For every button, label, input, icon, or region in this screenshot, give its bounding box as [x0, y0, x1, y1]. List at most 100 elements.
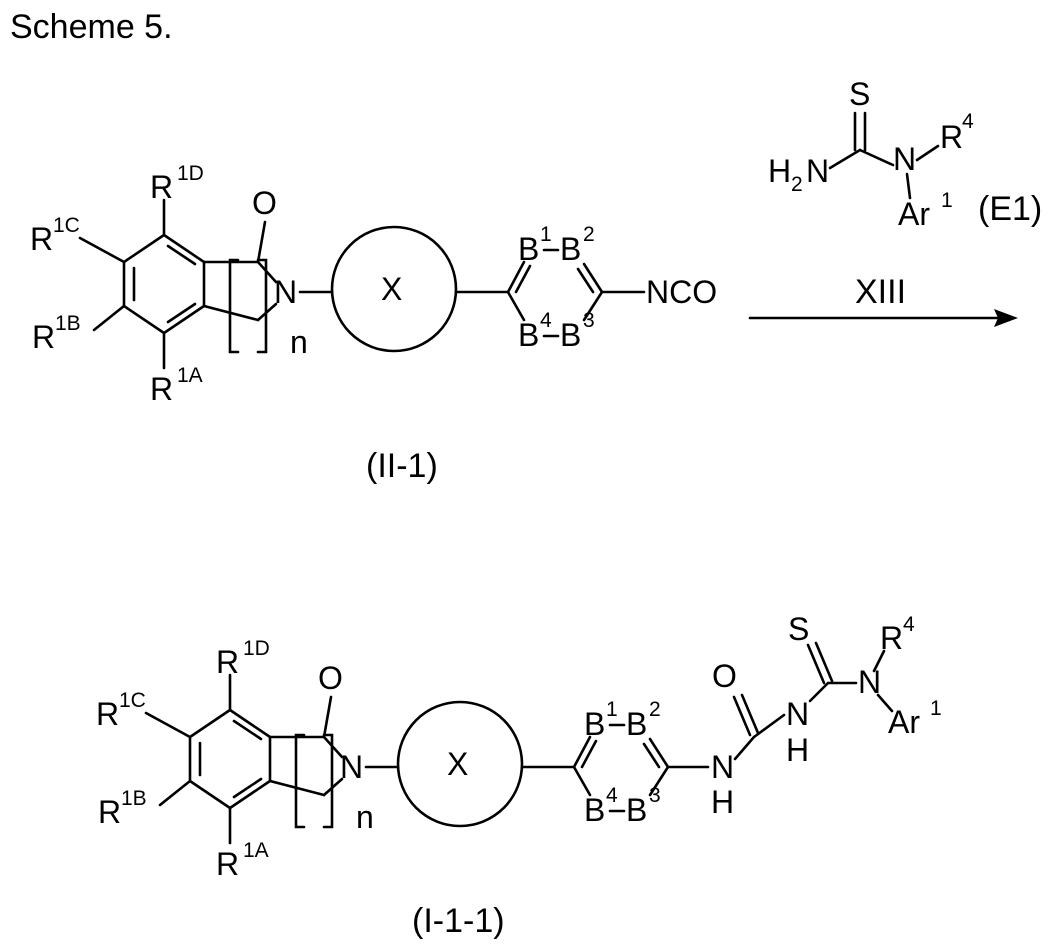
- atom-nco: NCO: [646, 274, 717, 310]
- start-label: (II-1): [366, 447, 438, 485]
- atom-n: N: [274, 274, 297, 310]
- starting-material-ii-1: O N n R 1D R 1C R 1B R 1A X B 1 B 2: [30, 162, 717, 485]
- sup-r1d: 1D: [243, 637, 270, 660]
- atom-r1c: R: [30, 221, 53, 257]
- atom-ar: Ar: [898, 196, 930, 232]
- atom-n: N: [340, 749, 363, 785]
- scheme-title: Scheme 5.: [10, 8, 173, 46]
- reaction-arrow: XIII: [750, 273, 1018, 327]
- bond-nh1-co: [735, 737, 754, 759]
- product-label: (I-1-1): [412, 902, 505, 940]
- bond-co-nh2: [754, 715, 784, 737]
- atom-h: H: [768, 153, 791, 189]
- benzene-inner-1: [168, 246, 195, 264]
- bond-b2-c: [650, 739, 668, 767]
- atom-r1c: R: [96, 696, 119, 732]
- atom-nh2-h: H: [786, 732, 809, 768]
- atom-x: X: [381, 271, 402, 307]
- atom-o2: O: [712, 658, 737, 694]
- step-label: XIII: [855, 273, 906, 311]
- atom-r1b: R: [98, 794, 121, 830]
- atom-b2: B: [560, 231, 581, 267]
- bond-co-o2-1: [734, 697, 750, 735]
- bond-nh2-cs: [810, 683, 828, 701]
- bond-r1c: [146, 713, 190, 737]
- bond-b4-ring: [574, 767, 590, 795]
- sup-r1b: 1B: [55, 312, 81, 335]
- atom-r4: R: [940, 119, 963, 155]
- bracket-left: [230, 260, 238, 352]
- bond-cs-s-1: [808, 645, 824, 683]
- sup-b3: 3: [583, 309, 595, 332]
- bond-co-o: [324, 697, 331, 737]
- atom-nh1-h: H: [711, 784, 734, 820]
- atom-nh2: N: [806, 153, 829, 189]
- bond-n-r4: [917, 146, 938, 160]
- atom-r1b: R: [32, 319, 55, 355]
- atom-n-subscript: n: [356, 799, 374, 835]
- bracket-right: [324, 735, 332, 827]
- atom-b4: B: [518, 317, 539, 353]
- bond-nh2-c: [830, 150, 860, 168]
- sup-r4: 4: [903, 613, 915, 636]
- bond-ring-b1-dbl: [516, 266, 530, 292]
- sup-r1c: 1C: [119, 689, 146, 712]
- reagent-e1: S H 2 N N R 4 Ar 1 (E1): [768, 76, 1042, 232]
- atom-r4: R: [880, 620, 903, 656]
- bond-co-o: [258, 222, 265, 262]
- atom-n-subscript: n: [290, 324, 308, 360]
- atom-r1d: R: [150, 169, 173, 205]
- bond-b2-c: [584, 264, 602, 292]
- sup-b1: 1: [606, 698, 618, 721]
- atom-nh2-n: N: [786, 696, 809, 732]
- bond-r1b: [160, 781, 190, 805]
- atom-r1a: R: [150, 371, 173, 407]
- benzene-inner-2: [168, 304, 195, 322]
- sup-ar: 1: [930, 697, 942, 720]
- atom-r1a: R: [216, 846, 239, 882]
- atom-b4: B: [584, 792, 605, 828]
- atom-s: S: [849, 76, 870, 112]
- sup-b2: 2: [649, 698, 661, 721]
- atom-b1: B: [518, 231, 539, 267]
- benzene-inner-1: [234, 721, 261, 739]
- bracket-left: [296, 735, 304, 827]
- benzene-ring: [190, 710, 270, 808]
- atom-r1d: R: [216, 644, 239, 680]
- sup-r1a: 1A: [243, 839, 269, 862]
- reagent-label: (E1): [978, 190, 1042, 228]
- bracket-right: [258, 260, 266, 352]
- product-i-1-1: O N n R 1D R 1C R 1B R 1A X B 1 B 2 B 3: [96, 611, 942, 940]
- sup-b4: 4: [606, 784, 618, 807]
- sup-b2: 2: [583, 223, 595, 246]
- sup-ar: 1: [941, 189, 953, 212]
- sup-r1c: 1C: [53, 214, 80, 237]
- atom-x: X: [447, 746, 468, 782]
- bond-n-ar: [907, 174, 910, 198]
- atom-nh1-n: N: [711, 749, 734, 785]
- bond-ring-b1-dbl: [582, 741, 596, 767]
- bond-r1c: [80, 238, 124, 262]
- bond-cs-s-2: [816, 643, 832, 681]
- sup-b1: 1: [540, 223, 552, 246]
- sup-b3: 3: [649, 784, 661, 807]
- sup-r1b: 1B: [121, 787, 147, 810]
- sup-b4: 4: [540, 309, 552, 332]
- subscript-2: 2: [791, 173, 803, 196]
- benzene-inner-2: [234, 779, 261, 797]
- bond-co-o2-2: [742, 695, 758, 733]
- atom-b3: B: [626, 792, 647, 828]
- atom-b2: B: [626, 706, 647, 742]
- atom-o: O: [252, 185, 277, 221]
- sup-r1a: 1A: [177, 364, 203, 387]
- bond-r1b: [94, 306, 124, 330]
- atom-n: N: [893, 141, 916, 177]
- atom-o: O: [318, 660, 343, 696]
- atom-b1: B: [584, 706, 605, 742]
- sup-r4: 4: [962, 110, 974, 133]
- sup-r1d: 1D: [177, 162, 204, 185]
- benzene-ring: [124, 235, 204, 333]
- atom-s: S: [788, 611, 809, 647]
- atom-ar: Ar: [888, 704, 920, 740]
